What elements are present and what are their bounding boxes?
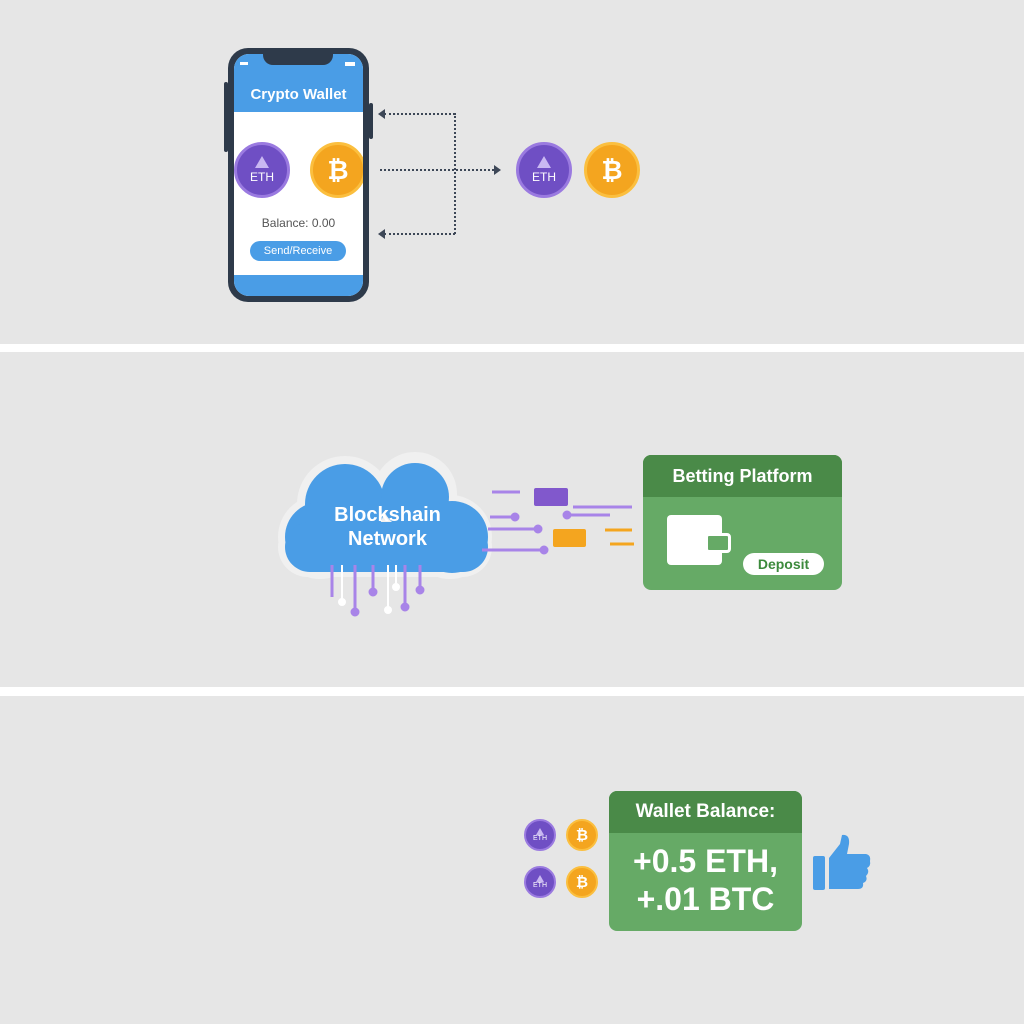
arrow-in-top [384,113,455,115]
arrow-head-left [378,229,385,239]
balance-eth: +0.5 ETH, [633,843,778,879]
panel-balance: ETH ₿ ETH ₿ Wallet Balance: +0.5 ETH, +.… [0,696,1024,1024]
cloud-label-line2: Network [348,528,427,550]
btc-coin: ₿ [584,142,640,198]
panel-wallet: Crypto Wallet ETH ₿ Balance: 0.00 Send/R… [0,0,1024,344]
ethereum-icon [255,156,269,168]
phone-screen: Crypto Wallet ETH ₿ Balance: 0.00 Send/R… [234,54,363,296]
eth-coin: ETH [524,819,556,851]
balance-text: Balance: 0.00 [261,216,336,230]
orange-data-block [553,529,586,547]
eth-coin: ETH [524,866,556,898]
thumbs-up-icon [813,834,871,890]
ethereum-icon [536,828,544,835]
balance-title: Wallet Balance: [609,791,802,833]
arrow-head-right [494,165,501,175]
send-receive-button[interactable]: Send/Receive [250,241,346,261]
panel-network: Blockshain Network Betting Platform Depo… [0,352,1024,687]
arrow-connector [454,113,456,234]
btc-coin: ₿ [310,142,363,198]
bitcoin-icon: ₿ [575,873,589,891]
phone-notch [263,54,333,65]
phone-side-button [369,103,373,139]
purple-data-block [534,488,568,506]
cloud-label-line1: Blockshain [334,504,441,526]
ethereum-icon [536,875,544,882]
eth-coin: ETH [234,142,290,198]
phone-side-button [224,82,228,152]
platform-title: Betting Platform [643,455,842,497]
btc-coin: ₿ [566,819,598,851]
phone-title: Crypto Wallet [250,86,347,103]
blockchain-cloud [278,452,634,617]
betting-platform-card: Betting Platform Deposit [643,455,842,590]
arrow-out-middle [380,169,494,171]
phone: Crypto Wallet ETH ₿ Balance: 0.00 Send/R… [224,48,373,302]
signal-icon [240,62,248,65]
wallet-icon [667,515,731,565]
eth-coin: ETH [516,142,572,198]
bitcoin-icon: ₿ [327,155,349,186]
bitcoin-icon: ₿ [601,155,623,186]
wallet-balance-card: Wallet Balance: +0.5 ETH, +.01 BTC [609,791,802,931]
bitcoin-icon: ₿ [575,826,589,844]
btc-coin: ₿ [566,866,598,898]
balance-btc: +.01 BTC [636,881,775,917]
screen-footer [234,275,363,296]
battery-icon [345,62,355,66]
deposit-button[interactable]: Deposit [743,553,824,575]
arrow-head-left [378,109,385,119]
arrow-in-bottom [384,233,455,235]
ethereum-icon [537,156,551,168]
